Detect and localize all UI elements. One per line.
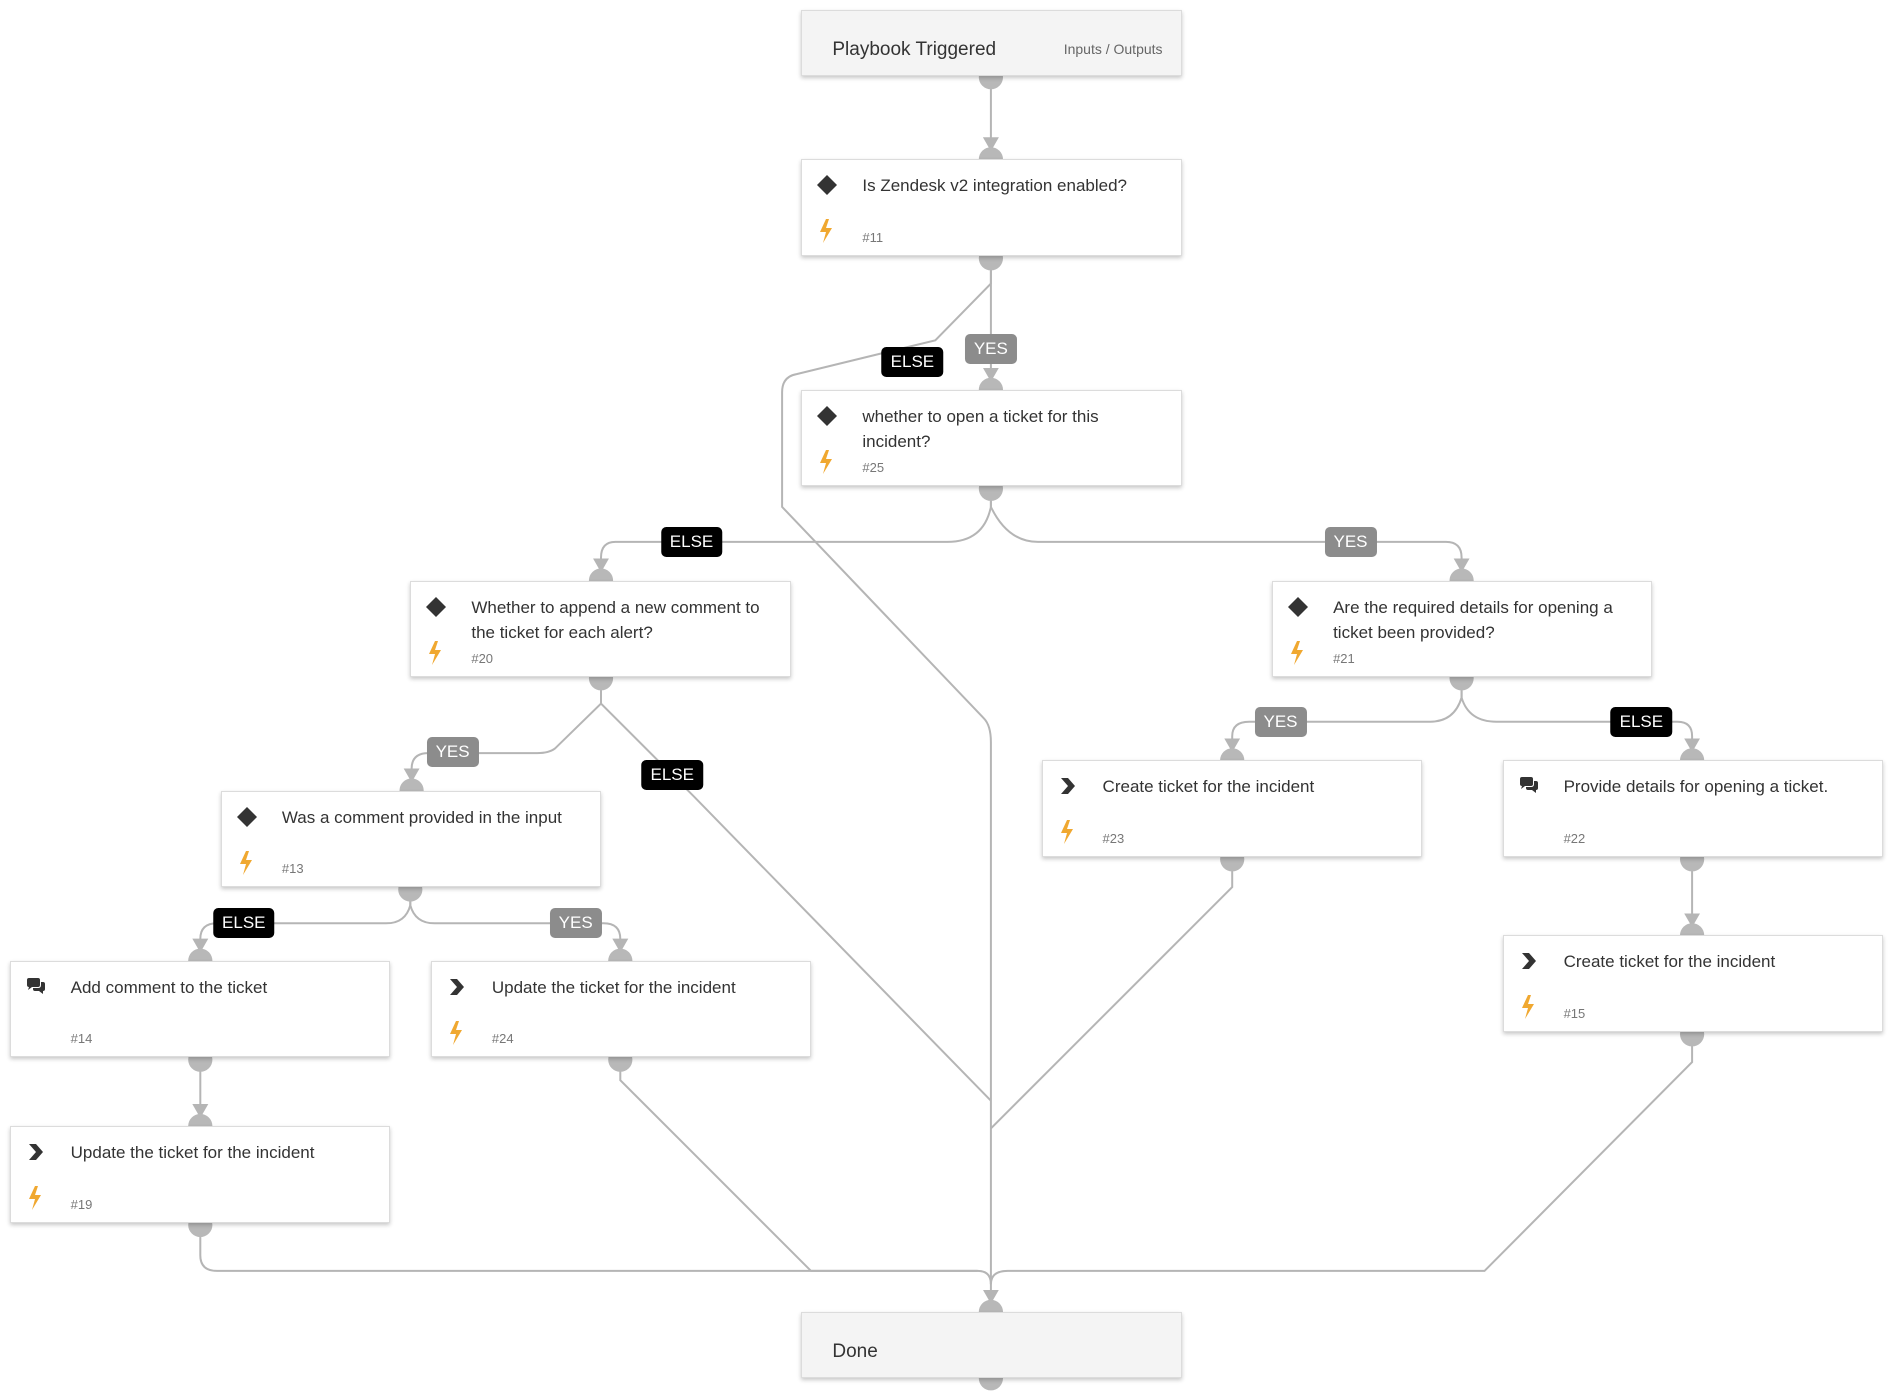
- task-number: #13: [281, 861, 304, 877]
- connector-line: [990, 860, 1234, 1130]
- connector-line: [403, 679, 602, 783]
- task-number: #25: [862, 460, 885, 476]
- connector-line: [199, 1226, 978, 1272]
- node-title: Update the ticket for the incident: [70, 1143, 315, 1163]
- task-19-action-node[interactable]: Update the ticket for the incident #19: [9, 1126, 390, 1223]
- task-number: #11: [862, 229, 884, 245]
- connector-line: [409, 890, 629, 953]
- node-title: Done: [832, 1340, 878, 1362]
- chevron-right-icon: [1521, 953, 1536, 970]
- connector-line: [192, 890, 412, 953]
- inputs-outputs-link[interactable]: Inputs / Outputs: [1063, 40, 1163, 57]
- connector-line: [989, 1035, 1694, 1285]
- lightning-bolt-icon: [820, 449, 833, 474]
- connector-line: [619, 1060, 992, 1285]
- connector-line: [1460, 679, 1701, 753]
- task-15-action-node[interactable]: Create ticket for the incident #15: [1502, 935, 1883, 1032]
- task-number: #21: [1333, 651, 1355, 667]
- task-11-condition-node[interactable]: Is Zendesk v2 integration enabled? #11: [801, 159, 1182, 256]
- diamond-icon: [1288, 596, 1309, 617]
- node-title: Create ticket for the incident: [1563, 952, 1776, 972]
- else-branch-label[interactable]: ELSE: [641, 759, 703, 790]
- chat-bubbles-icon: [26, 977, 45, 994]
- done-node[interactable]: Done: [801, 1311, 1182, 1379]
- yes-branch-label[interactable]: YES: [964, 333, 1017, 364]
- task-number: #23: [1102, 830, 1125, 846]
- task-number: #19: [70, 1196, 93, 1212]
- lightning-bolt-icon: [449, 1020, 462, 1045]
- task-23-action-node[interactable]: Create ticket for the incident #23: [1041, 760, 1422, 857]
- node-title: Whether to append a new comment to the t…: [471, 597, 760, 642]
- yes-branch-label[interactable]: YES: [549, 908, 602, 939]
- task-21-condition-node[interactable]: Are the required details for opening a t…: [1272, 580, 1653, 678]
- diamond-icon: [817, 405, 838, 426]
- diamond-icon: [236, 806, 257, 827]
- chat-bubbles-icon: [1519, 777, 1538, 794]
- lightning-bolt-icon: [28, 1186, 41, 1211]
- node-title: Create ticket for the incident: [1102, 777, 1315, 797]
- lightning-bolt-icon: [1060, 820, 1073, 845]
- yes-branch-label[interactable]: YES: [426, 736, 479, 767]
- connector-line: [989, 490, 1470, 573]
- task-22-communication-node[interactable]: Provide details for opening a ticket. #2…: [1502, 760, 1883, 857]
- task-25-condition-node[interactable]: whether to open a ticket for this incide…: [801, 389, 1182, 487]
- task-number: #20: [471, 651, 494, 667]
- task-14-communication-node[interactable]: Add comment to the ticket #14: [9, 960, 390, 1058]
- chevron-right-icon: [28, 1144, 43, 1161]
- task-number: #15: [1563, 1005, 1586, 1021]
- connector-line: [593, 490, 992, 573]
- else-branch-label[interactable]: ELSE: [881, 347, 944, 378]
- lightning-bolt-icon: [1521, 995, 1534, 1020]
- task-24-action-node[interactable]: Update the ticket for the incident #24: [430, 960, 812, 1058]
- playbook-triggered-node[interactable]: Playbook Triggered Inputs / Outputs: [801, 9, 1182, 77]
- lightning-bolt-icon: [429, 640, 442, 665]
- node-title: Is Zendesk v2 integration enabled?: [862, 176, 1127, 196]
- chevron-right-icon: [1060, 778, 1075, 795]
- connector-line: [781, 259, 999, 1304]
- connector-line: [600, 679, 992, 1102]
- node-title: Update the ticket for the incident: [491, 977, 736, 997]
- node-title: Are the required details for opening a t…: [1333, 597, 1613, 642]
- task-number: #22: [1563, 830, 1586, 846]
- lightning-bolt-icon: [820, 219, 833, 244]
- chevron-right-icon: [449, 978, 464, 995]
- lightning-bolt-icon: [1291, 640, 1304, 665]
- task-number: #24: [491, 1031, 514, 1047]
- connector-line: [1224, 679, 1463, 753]
- else-branch-label[interactable]: ELSE: [1610, 706, 1673, 737]
- else-branch-label[interactable]: ELSE: [660, 526, 723, 557]
- yes-branch-label[interactable]: YES: [1254, 706, 1307, 737]
- task-number: #14: [70, 1031, 93, 1047]
- node-title: whether to open a ticket for this incide…: [862, 406, 1099, 451]
- node-title: Playbook Triggered: [832, 38, 997, 60]
- node-title: Was a comment provided in the input: [281, 807, 562, 827]
- node-title: Add comment to the ticket: [70, 977, 268, 997]
- task-20-condition-node[interactable]: Whether to append a new comment to the t…: [410, 580, 791, 678]
- diamond-icon: [817, 175, 838, 196]
- else-branch-label[interactable]: ELSE: [213, 908, 275, 939]
- task-13-condition-node[interactable]: Was a comment provided in the input #13: [220, 790, 602, 888]
- node-title: Provide details for opening a ticket.: [1563, 777, 1829, 797]
- lightning-bolt-icon: [239, 850, 252, 875]
- yes-branch-label[interactable]: YES: [1324, 526, 1377, 557]
- diamond-icon: [426, 596, 447, 617]
